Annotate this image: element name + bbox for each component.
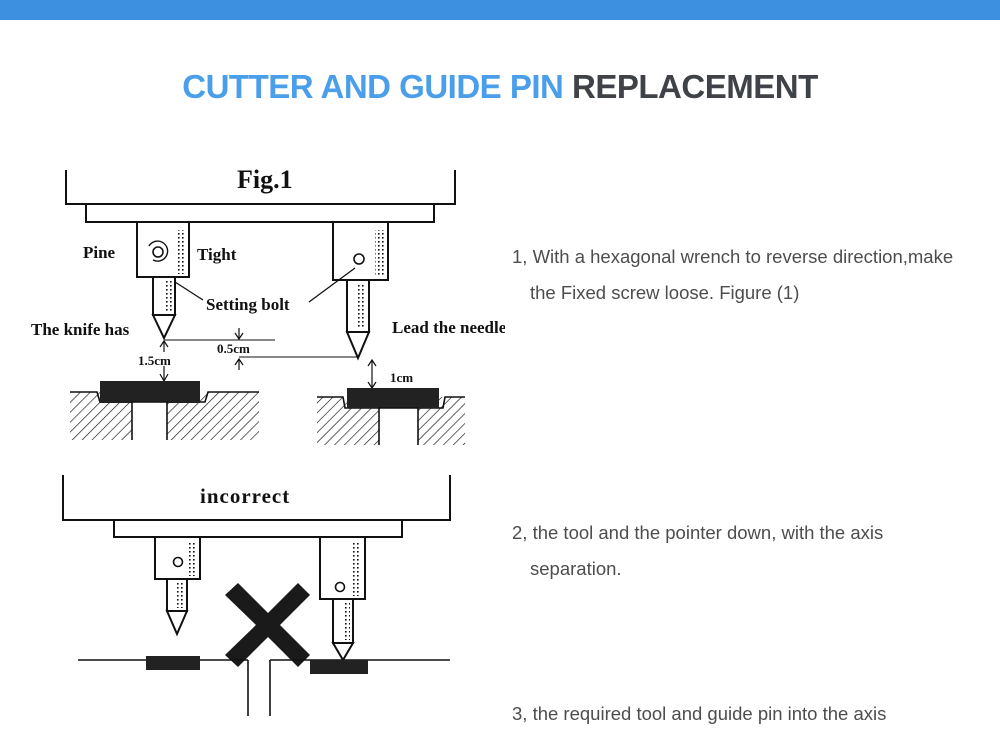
figure-2-title: incorrect <box>200 484 290 508</box>
step-3-text: 3, the required tool and guide pin into … <box>512 696 982 732</box>
step-2-line-1: 2, the tool and the pointer down, with t… <box>512 522 884 543</box>
figure-1-diagram: Fig.1 Pine Tight Setting bolt The knife … <box>31 165 505 448</box>
step-1-line-1: 1, With a hexagonal wrench to reverse di… <box>512 246 954 267</box>
step-1-text: 1, With a hexagonal wrench to reverse di… <box>512 239 982 311</box>
label-lead-needle: Lead the needle <box>392 318 505 337</box>
step-1-line-2: the Fixed screw loose. Figure (1) <box>530 282 800 303</box>
label-knife: The knife has <box>31 320 130 339</box>
figure-1-title: Fig.1 <box>237 165 293 194</box>
step-2-line-2: separation. <box>530 558 622 579</box>
label-setting-bolt: Setting bolt <box>206 295 290 314</box>
step-2-text: 2, the tool and the pointer down, with t… <box>512 515 982 587</box>
page-title-highlight: CUTTER AND GUIDE PIN <box>182 68 564 105</box>
figure-2-incorrect-diagram: incorrect <box>62 475 451 716</box>
incorrect-x-mark <box>225 583 310 667</box>
page-title-rest: REPLACEMENT <box>572 68 818 105</box>
label-pine: Pine <box>83 243 116 262</box>
label-1-5cm: 1.5cm <box>138 353 171 368</box>
top-accent-bar <box>0 0 1000 20</box>
label-0-5cm: 0.5cm <box>217 341 250 356</box>
label-1cm: 1cm <box>390 370 413 385</box>
step-3-line-1: 3, the required tool and guide pin into … <box>512 703 887 724</box>
label-tight: Tight <box>197 245 237 264</box>
page-title: CUTTER AND GUIDE PIN REPLACEMENT <box>0 68 1000 106</box>
